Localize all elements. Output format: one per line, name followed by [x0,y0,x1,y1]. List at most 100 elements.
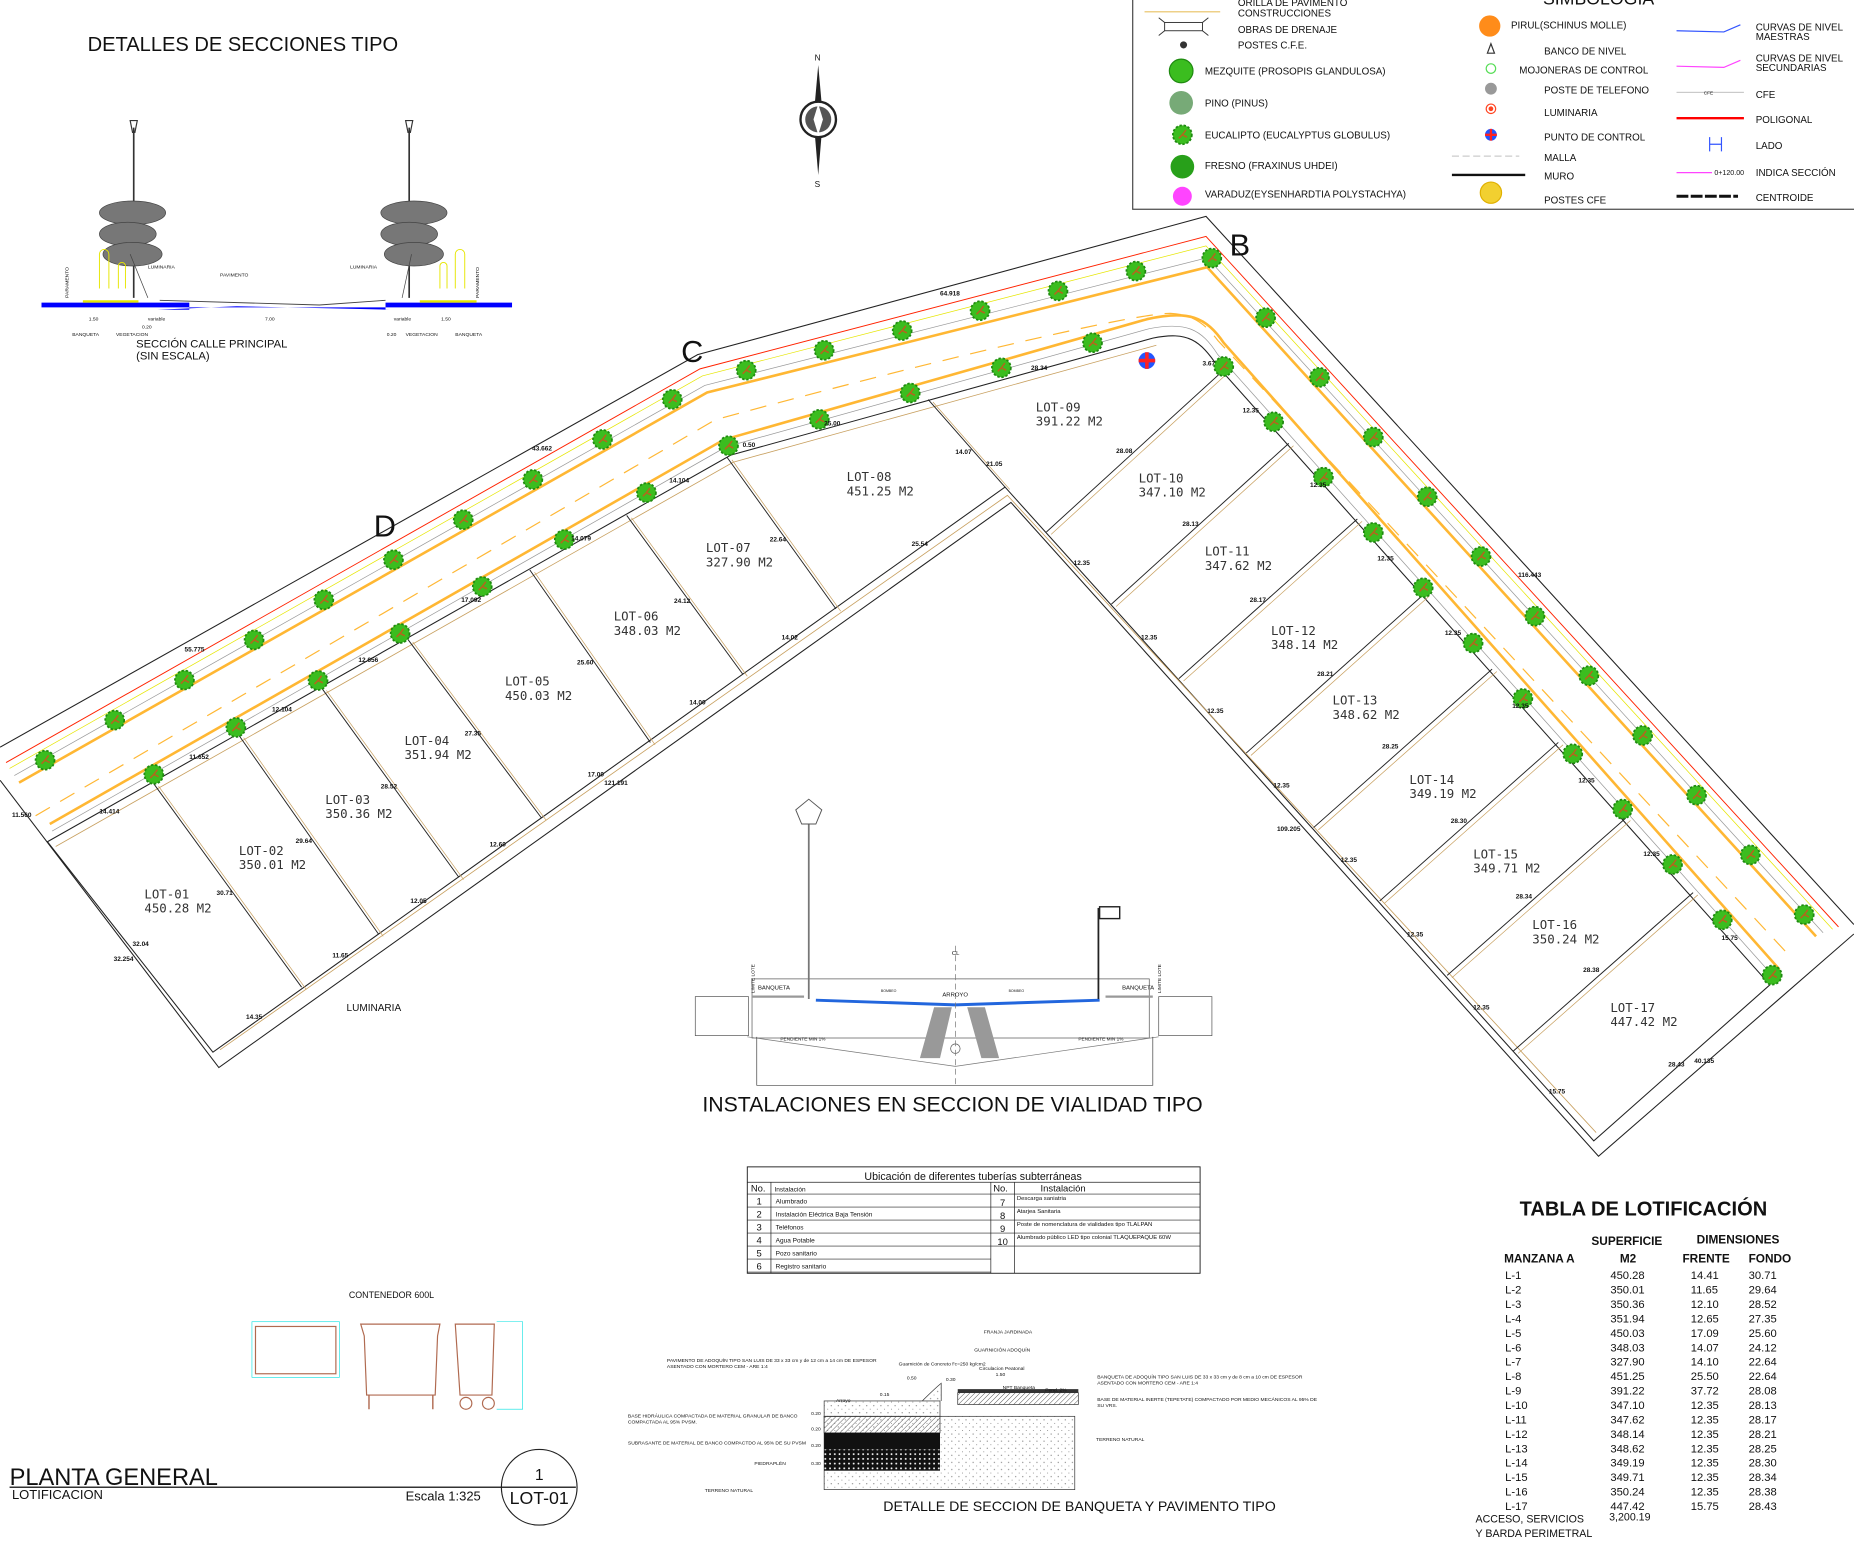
curvas-maestras-icon [1676,24,1741,33]
dimension-label: 12.35 [1273,782,1290,789]
pedestrian-figures [82,249,477,303]
pipe-name: Alumbrado público LED tipo colonial TLAQ… [1017,1235,1171,1241]
dimension-label: 12.104 [272,707,292,714]
access-m2: 3,200.19 [1609,1511,1650,1523]
pavement-detail: DETALLE DE SECCION DE BANQUETA Y PAVIMEN… [628,1330,1318,1515]
dimension-label: 12.35 [1141,635,1158,642]
lot-division-line [529,569,651,743]
lot-division-line [1313,668,1493,828]
legend-label: MURO [1544,172,1574,183]
dimension-label: 28.38 [1583,967,1600,974]
dimension-label: 21.05 [986,461,1003,468]
tree-icon [1047,280,1069,302]
pino-icon [1169,91,1194,115]
dimension-labels: 64.91843.66255.77511.56032.25432.0414.41… [12,291,1738,1096]
dimension-label: 12.60 [490,841,507,848]
pavement-note: Pend. 2% [1045,1387,1067,1393]
lot-setback-line [1115,445,1294,607]
tree-icon [225,717,247,738]
pavement-note: ASENTADO CON MORTERO CEM - ARE 1:4 [1097,1380,1198,1386]
label-pavimento: PAVIMENTO [220,273,248,279]
section-mark-c[interactable]: C [681,334,703,369]
pavement-note: Guarnición de Concreto f'c=250 kg/cm2 [899,1361,986,1367]
tree-icon [1524,605,1546,627]
lot-area: 347.10 M2 [1139,485,1206,500]
tree-icon [1739,844,1761,866]
lot-table-fondo: 28.52 [1749,1299,1777,1311]
tree-icon [1711,909,1733,931]
pavement-note: BANQUETA DE ADOQUÍN TIPO SAN LUIS DE 33 … [1097,1373,1303,1380]
tree-icon [1578,665,1600,687]
pipes-header-inst-right: Instalación [1040,1184,1085,1195]
sections-title: DETALLES DE SECCIONES TIPO [88,34,399,56]
dimension-label: 12.35 [1512,703,1529,710]
legend-label: MEZQUITE (PROSOPIS GLANDULOSA) [1205,66,1386,77]
tree-icon [34,749,56,771]
lot-table-lot: L-12 [1505,1429,1527,1441]
dimension-label: 55.775 [185,646,205,653]
arroyo-label: ARROYO [942,993,968,999]
lot-table-frente: 25.50 [1691,1371,1719,1383]
lot-name: LOT-06 [614,609,659,624]
tree-icon [1761,964,1783,986]
pavement-detail-title: DETALLE DE SECCION DE BANQUETA Y PAVIMEN… [883,1499,1275,1515]
lot-area: 451.25 M2 [847,483,914,498]
pavement-note: BASE DE MATERIAL INERTE (TEPETATE) COMPA… [1097,1396,1318,1403]
lot-division-line [1046,369,1225,533]
lot-table-frente: 12.35 [1691,1443,1719,1455]
lot-setback-line [243,737,384,937]
dim-020-right: 0.20 [387,332,397,338]
lot-table-lot: L-2 [1505,1285,1521,1297]
tree-icon [1255,307,1276,329]
dimension-label: 28.25 [1382,743,1399,750]
lot-area: 327.90 M2 [706,554,773,569]
lot-table-m2: 348.62 [1610,1443,1644,1455]
dim-variable-right: variable [394,316,412,322]
tree-icon [899,382,921,404]
tree-icon [891,320,913,341]
sheet-code: LOT-01 [510,1488,569,1508]
tree-icon [174,669,195,691]
pipe-name: Agua Potable [776,1238,815,1245]
lot-setback-line [1050,372,1229,535]
lot-area: 348.03 M2 [614,623,681,638]
section-mark-d[interactable]: D [374,509,396,544]
pipe-no: 4 [756,1236,761,1247]
section-mark-b[interactable]: B [1230,227,1251,262]
lot-area: 450.28 M2 [144,901,211,916]
legend-label: LUMINARIA [1544,108,1598,119]
lot-table-fondo: 22.64 [1749,1357,1777,1369]
lot-table-fondo: 28.34 [1749,1472,1777,1484]
legend-label: CURVAS DE NIVEL [1756,53,1844,64]
lot-setback-line [158,785,307,990]
sheet-number: 1 [535,1467,544,1484]
pavement-note: SU VRS. [1097,1403,1117,1409]
dimension-label: 64.918 [940,291,960,298]
centerline-label: CL [952,951,960,957]
pipes-header-inst-left: Instalación [774,1187,805,1194]
lot-setback-line [731,459,841,612]
header-dimensiones: DIMENSIONES [1697,1233,1780,1247]
pavement-dim: 0.15 [880,1392,890,1398]
dimension-label: 12.35 [1341,857,1358,864]
tree-icon [813,339,835,361]
dimension-label: 12.05 [410,898,427,905]
drawing-subtitle: LOTIFICACION [12,1487,103,1502]
lot-table-lot: L-8 [1505,1371,1521,1383]
lot-table-lot: L-1 [1505,1270,1521,1282]
tree-icon [104,709,126,731]
bombeo-right: BOMBEO [1009,989,1025,993]
lot-name: LOT-09 [1036,399,1081,414]
dimension-label: 12.656 [358,657,378,664]
dimension-label: 12.35 [1445,630,1462,637]
lot-table-fondo: 28.30 [1749,1458,1777,1470]
lot-table-m2: 348.03 [1610,1342,1644,1354]
legend-label: VARADUZ(EYSENHARDTIA POLYSTACHYA) [1205,189,1406,200]
tree-icon [1082,332,1103,354]
pipes-table-title: Ubicación de diferentes tuberías subterr… [864,1171,1081,1183]
legend-label: CFE [1756,90,1776,101]
lot-name: LOT-17 [1610,1000,1655,1015]
lot-name: LOT-08 [847,469,892,484]
punto-control-marker-icon [1138,352,1156,369]
pipe-no: 5 [756,1249,761,1260]
